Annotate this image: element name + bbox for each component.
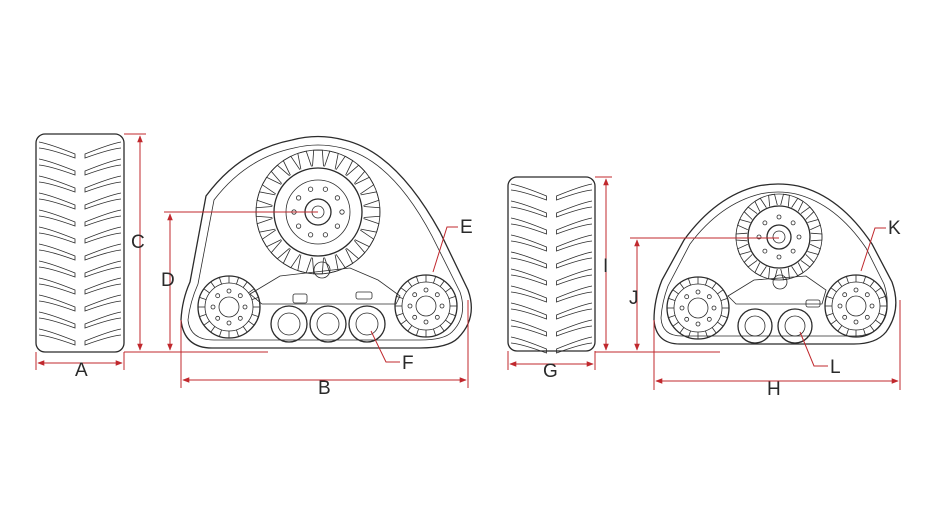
large-sprocket — [255, 149, 381, 275]
label-E: E — [460, 217, 473, 238]
label-A: A — [75, 360, 88, 381]
small-rear-idler — [824, 274, 888, 338]
label-H: H — [767, 379, 781, 400]
small-track-tread-view — [507, 176, 596, 354]
small-bogie-wheels — [737, 308, 813, 344]
small-front-idler — [666, 276, 730, 340]
large-frame — [249, 261, 401, 305]
dimension-labels: A C D B E F G I J H K L — [75, 217, 901, 400]
label-D: D — [161, 270, 175, 291]
large-track-side-view — [180, 135, 472, 349]
label-J: J — [629, 288, 639, 309]
label-L: L — [830, 357, 841, 378]
large-track-tread-view — [35, 133, 125, 353]
dimension-lines — [35, 133, 901, 390]
label-I: I — [603, 256, 608, 277]
large-bogie-wheels — [270, 305, 386, 343]
label-C: C — [131, 232, 145, 253]
label-K: K — [888, 218, 901, 239]
small-sprocket — [735, 193, 823, 281]
label-F: F — [402, 353, 414, 374]
small-track-side-view — [653, 183, 897, 345]
large-rear-idler — [394, 274, 458, 338]
small-frame — [727, 274, 827, 308]
large-front-idler — [197, 275, 261, 339]
label-G: G — [543, 361, 558, 382]
label-B: B — [318, 378, 331, 399]
